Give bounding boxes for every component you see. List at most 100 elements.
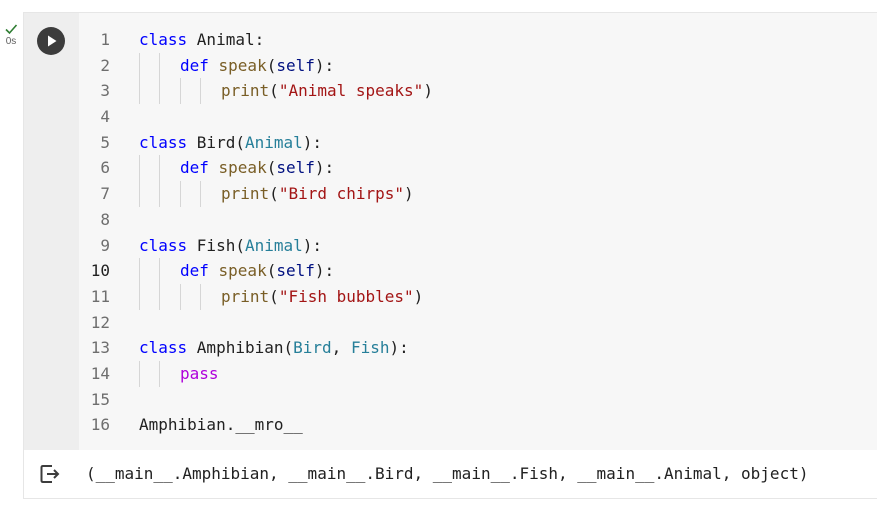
indent-guide	[139, 155, 140, 182]
code-token: class	[139, 132, 197, 152]
code-line[interactable]: 8	[79, 207, 877, 233]
code-text: class Animal:	[139, 27, 264, 53]
run-cell-button[interactable]	[37, 27, 65, 55]
execution-status: 0s	[0, 22, 22, 48]
code-text: class Bird(Animal):	[139, 130, 322, 156]
play-icon	[48, 35, 57, 47]
code-token: ):	[314, 261, 335, 281]
line-number: 6	[100, 158, 110, 178]
code-line[interactable]: 16 Amphibian.__mro__	[79, 412, 877, 438]
indent-guide	[139, 52, 140, 79]
code-token: "Bird chirps"	[278, 184, 405, 204]
code-line[interactable]: 4	[79, 104, 877, 130]
code-token: "Fish bubbles"	[278, 286, 414, 306]
code-text: Amphibian.__mro__	[139, 412, 303, 438]
code-token: Amphibian	[139, 415, 226, 435]
code-line[interactable]: 2 def speak(self):	[79, 52, 877, 79]
indent-guide	[180, 181, 181, 207]
indent-guide	[159, 181, 160, 207]
code-token: )	[423, 81, 433, 101]
code-token: Bird	[293, 338, 332, 358]
indent-guide	[200, 78, 201, 105]
indent-guide	[180, 78, 181, 105]
code-token: speak	[218, 55, 267, 75]
indent-guide	[159, 78, 160, 105]
indent-guide	[200, 181, 201, 207]
code-text: print("Animal speaks")	[221, 78, 433, 104]
indent-guide	[139, 181, 140, 207]
line-number: 15	[90, 389, 110, 409]
code-token: (	[283, 338, 294, 358]
code-token: self	[276, 55, 315, 75]
indent-guide	[200, 283, 201, 310]
line-number: 16	[90, 415, 110, 435]
code-token: class	[139, 338, 197, 358]
line-number: 14	[90, 363, 110, 383]
line-number: 7	[100, 184, 110, 204]
code-line[interactable]: 10 def speak(self):	[79, 258, 877, 284]
code-token: class	[139, 30, 197, 49]
output-icon-svg	[40, 465, 60, 483]
code-token: (	[269, 81, 279, 101]
output-redirect-icon[interactable]	[38, 462, 62, 486]
code-token: pass	[180, 363, 219, 383]
indent-guide	[159, 283, 160, 310]
line-number: 4	[100, 107, 110, 127]
code-line[interactable]: 3 print("Animal speaks")	[79, 78, 877, 105]
code-token: print	[221, 81, 270, 101]
code-line[interactable]: 6 def speak(self):	[79, 155, 877, 182]
code-token: class	[139, 235, 197, 255]
code-token: )	[413, 286, 424, 306]
code-token: Bird	[196, 132, 236, 152]
code-text: def speak(self):	[180, 258, 334, 284]
code-token: speak	[218, 158, 267, 178]
code-token: (	[266, 55, 277, 75]
code-token: ):	[302, 132, 323, 152]
code-token: Amphibian	[196, 338, 284, 358]
code-token: Fish	[350, 338, 390, 358]
line-number: 10	[90, 261, 110, 281]
line-number: 12	[90, 312, 110, 332]
line-number: 13	[90, 338, 110, 358]
output-text: (__main__.Amphibian, __main__.Bird, __ma…	[86, 464, 809, 483]
code-token: def	[180, 261, 219, 281]
execution-time: 0s	[5, 36, 17, 47]
indent-guide	[139, 78, 140, 105]
line-number: 3	[100, 81, 110, 101]
code-token: Fish	[196, 235, 236, 255]
code-token: ):	[314, 55, 335, 75]
code-line[interactable]: 15	[79, 387, 877, 413]
code-token: )	[404, 184, 414, 204]
code-token: ):	[314, 158, 335, 178]
indent-guide	[159, 360, 160, 387]
code-token: .__mro__	[225, 415, 303, 435]
code-token: :	[254, 30, 265, 49]
indent-guide	[139, 258, 140, 284]
code-line[interactable]: 14 pass	[79, 360, 877, 387]
cell-output: (__main__.Amphibian, __main__.Bird, __ma…	[24, 450, 877, 498]
line-number: 2	[100, 55, 110, 75]
code-token: ):	[302, 235, 323, 255]
indent-guide	[180, 283, 181, 310]
code-text: def speak(self):	[180, 53, 334, 79]
code-text: def speak(self):	[180, 155, 334, 181]
code-token: self	[276, 261, 315, 281]
code-text: pass	[180, 361, 219, 387]
code-token: def	[180, 55, 219, 75]
code-line[interactable]: 12	[79, 310, 877, 336]
code-token: (	[235, 235, 245, 255]
indent-guide	[159, 258, 160, 284]
code-text: class Fish(Animal):	[139, 233, 322, 259]
code-token: (	[266, 158, 277, 178]
code-token: "Animal speaks"	[278, 81, 424, 101]
code-token: ,	[331, 338, 351, 358]
check-icon	[5, 24, 18, 35]
